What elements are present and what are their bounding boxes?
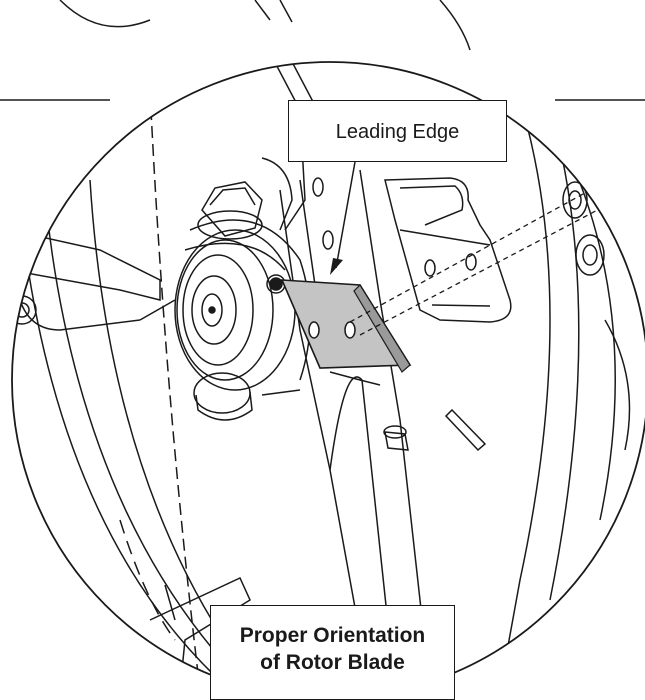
detail-circle [11, 61, 645, 696]
caption-line-1: Proper Orientation [239, 624, 426, 647]
pivot-bolt-lower [193, 372, 301, 421]
leading-edge-label: Leading Edge [335, 121, 460, 143]
lower-bracket [149, 577, 251, 691]
keeper-bracket [384, 177, 512, 323]
arm-plate-left [279, 189, 371, 691]
pivot-bolt-upper [197, 157, 293, 240]
rotor-hub [174, 219, 311, 391]
caption-box: Proper Orientation of Rotor Blade [210, 605, 455, 700]
leading-edge-callout: Leading Edge [288, 100, 507, 162]
right-bolts [562, 181, 605, 276]
caption-line-2: of Rotor Blade [260, 651, 405, 674]
background-linework [0, 0, 645, 101]
left-bracket [12, 229, 161, 301]
leading-edge-leader [330, 161, 356, 275]
